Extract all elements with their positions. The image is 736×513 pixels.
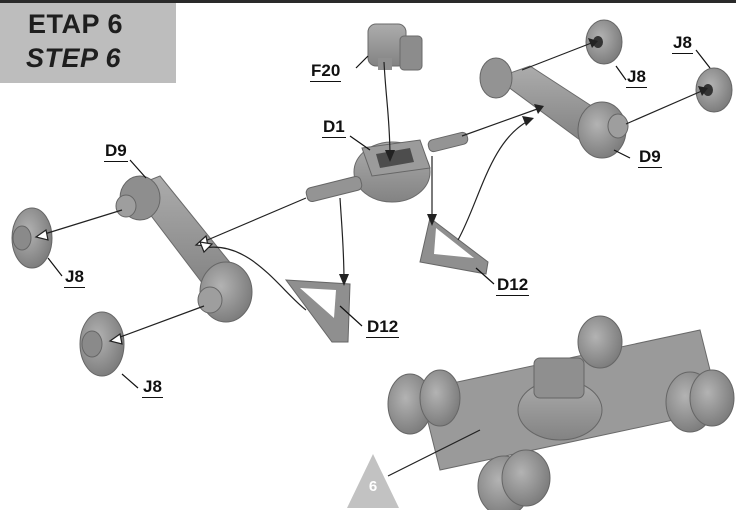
label-leaders	[47, 49, 711, 389]
part-d9-left	[115, 175, 253, 323]
step-title-en: STEP 6	[26, 43, 122, 73]
subassembly-badge: 6	[345, 452, 401, 508]
part-d12-right	[419, 217, 489, 275]
label-f20: F20	[310, 61, 342, 82]
label-d12-left: D12	[366, 317, 400, 338]
label-j8-top-mid: J8	[626, 67, 647, 88]
step-title-pl: ETAP 6	[28, 9, 124, 39]
subassembly-number: 6	[368, 478, 378, 495]
part-d12-left	[284, 279, 351, 343]
part-d1	[305, 131, 469, 203]
part-j8-left-lower	[79, 311, 125, 377]
label-j8-top-right: J8	[672, 33, 693, 54]
step-header-box: ETAP 6 STEP 6	[0, 3, 176, 83]
triangle-icon	[347, 454, 399, 508]
label-j8-left-upper: J8	[64, 267, 85, 288]
label-d9-left: D9	[104, 141, 128, 162]
part-f20	[367, 23, 423, 71]
part-d9-right	[479, 57, 629, 159]
part-j8-top-mid	[585, 19, 623, 65]
part-j8-left-upper	[11, 207, 53, 269]
label-j8-left-lower: J8	[142, 377, 163, 398]
part-j8-top-right	[695, 67, 733, 113]
assembled-bogie	[387, 315, 735, 510]
assembly-arrows	[34, 38, 708, 477]
label-d12-right: D12	[496, 275, 530, 296]
label-d1: D1	[322, 117, 346, 138]
label-d9-right: D9	[638, 147, 662, 168]
top-rule	[0, 0, 736, 3]
